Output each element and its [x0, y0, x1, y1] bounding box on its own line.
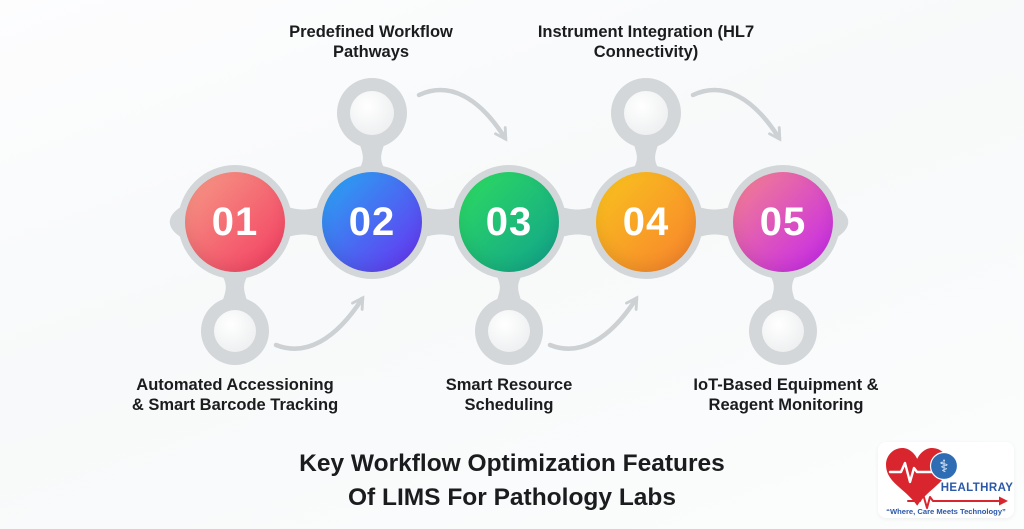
caduceus-badge-icon: ⚕: [929, 451, 959, 481]
step-circle-01: 01: [185, 172, 285, 272]
step-circle-05: 05: [733, 172, 833, 272]
healthray-logo: ⚕ HEALTHRAY “Where, Care Meets Technolog…: [878, 442, 1014, 518]
logo-wordmark: HEALTHRAY: [941, 482, 1014, 494]
satellite-hole-above-4: [624, 91, 668, 135]
step-label-2: Predefined Workflow Pathways: [289, 23, 453, 62]
ekg-arrow-red: [907, 493, 1008, 509]
step-label-1: Automated Accessioning & Smart Barcode T…: [131, 376, 339, 415]
step-label-3: Smart Resource Scheduling: [445, 376, 573, 415]
flow-arrow-1-2: [273, 295, 365, 351]
step-number-02: 02: [348, 200, 396, 244]
caduceus-glyph: ⚕: [939, 457, 948, 476]
logo-tagline: “Where, Care Meets Technology”: [886, 507, 1006, 516]
satellite-hole-below-1: [214, 310, 256, 352]
step-circle-03: 03: [459, 172, 559, 272]
flow-arrow-2-3: [416, 87, 508, 142]
step-circle-02: 02: [322, 172, 422, 272]
step-label-4: Instrument Integration (HL7 Connectivity…: [537, 23, 755, 62]
title-line-2: Of LIMS For Pathology Labs: [347, 483, 677, 511]
flow-arrow-3-4: [547, 295, 639, 351]
flow-arrow-4-5: [690, 87, 782, 142]
satellite-hole-below-5: [762, 310, 804, 352]
step-label-5: IoT-Based Equipment & Reagent Monitoring: [693, 376, 879, 415]
flow-arrows: [273, 87, 782, 351]
step-number-04: 04: [622, 200, 670, 244]
infographic-title: Key Workflow Optimization Features Of LI…: [0, 447, 1024, 515]
satellite-hole-below-3: [488, 310, 530, 352]
step-number-05: 05: [759, 200, 807, 244]
title-line-1: Key Workflow Optimization Features: [299, 450, 725, 477]
step-circle-04: 04: [596, 172, 696, 272]
step-number-03: 03: [485, 200, 533, 244]
ekg-pulse-white: [888, 461, 935, 484]
step-number-01: 01: [211, 200, 259, 244]
healthray-logo-graphic: ⚕ HEALTHRAY “Where, Care Meets Technolog…: [886, 448, 1014, 516]
satellite-circles: [201, 78, 817, 365]
satellite-hole-above-2: [350, 91, 394, 135]
